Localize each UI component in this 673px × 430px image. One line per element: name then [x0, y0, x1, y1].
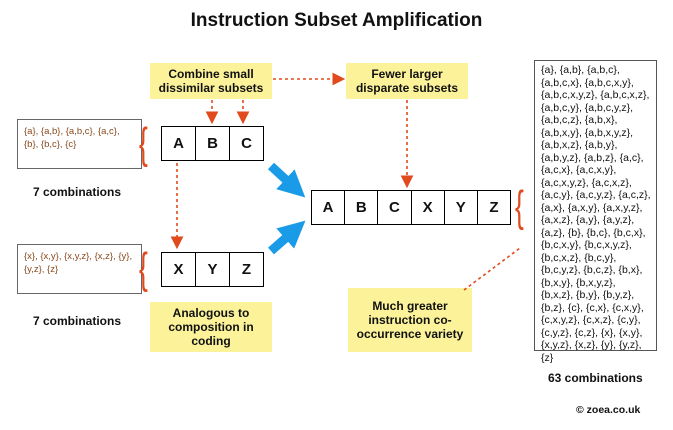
note-combine: Combine small dissimilar subsets — [150, 63, 272, 99]
cell-combined-y: Y — [445, 191, 478, 224]
subset-line: {b,c,x,z}, {b,c,y}, — [541, 251, 617, 264]
big-arrow-bottom — [268, 220, 306, 255]
cells-abc: A B C — [161, 126, 264, 161]
cell-combined-b: B — [345, 191, 379, 224]
subset-line: {z} — [541, 351, 554, 364]
subset-list-xyz: {x}, {x,y}, {x,y,z}, {x,z}, {y}, {y,z}, … — [17, 244, 142, 294]
brace-combined: { — [514, 182, 524, 231]
subset-list-combined: {a}, {a,b}, {a,b,c},{a,b,c,x}, {a,b,c,x,… — [534, 60, 657, 364]
subset-line: {a,x}, {a,x,y}, {a,x,y,z}, — [541, 201, 643, 214]
subset-line: {a,b,x,y}, {a,b,x,y,z}, — [541, 126, 634, 139]
brace-xyz: { — [138, 244, 148, 293]
subset-line: {c,y,z}, {c,z}, {x}, {x,y}, — [541, 326, 643, 339]
note-analogous-text: Analogous to composition in coding — [168, 306, 254, 348]
note-greater-text: Much greater instruction co-occurrence v… — [356, 299, 464, 341]
note-analogous: Analogous to composition in coding — [150, 302, 272, 352]
subset-line: {b,z}, {c}, {c,x}, {c,x,y}, — [541, 301, 644, 314]
cell-combined-z: Z — [489, 199, 499, 216]
count-combined: 63 combinations — [548, 371, 643, 385]
credit-text: © zoea.co.uk — [576, 404, 641, 416]
count-abc: 7 combinations — [33, 185, 122, 199]
note-greater: Much greater instruction co-occurrence v… — [348, 288, 472, 352]
subset-line: {a,x,z}, {a,y}, {a,y,z}, — [541, 214, 635, 226]
subset-list-xyz-text: {x}, {x,y}, {x,y,z}, {x,z}, {y}, {y,z}, … — [24, 251, 133, 275]
subset-line: {b,c,x,y}, {b,c,x,y,z}, — [541, 239, 632, 251]
subset-line: {b,x,z}, {b,y}, {b,y,z}, — [541, 289, 635, 301]
cells-xyz: X Y Z — [161, 252, 264, 287]
cell-combined-x: X — [412, 191, 445, 224]
note-fewer-text: Fewer larger disparate subsets — [355, 67, 459, 95]
subset-line: {b,c,y,z}, {b,c,z}, {b,x}, — [541, 264, 643, 276]
note-fewer: Fewer larger disparate subsets — [346, 63, 468, 99]
cell-c: C — [241, 135, 252, 152]
subset-line: {a,c,x,y,z}, {a,c,x,z}, — [541, 176, 632, 189]
subset-line: {a,b,c,x}, {a,b,c,x,y}, — [541, 76, 634, 89]
subset-line: {a,c,x}, {a,c,x,y}, — [541, 164, 617, 176]
cell-b: B — [196, 127, 230, 160]
cell-x: X — [162, 253, 196, 286]
subset-line: {a,z}, {b}, {b,c}, {b,c,x}, — [541, 226, 646, 239]
diagram-title: Instruction Subset Amplification — [190, 10, 483, 31]
subset-line: {a,b,c,x,y,z}, {a,b,c,x,z}, — [541, 89, 650, 101]
cell-z: Z — [241, 261, 252, 278]
subset-line: {a,b,x,z}, {a,b,y}, — [541, 139, 618, 151]
subset-line: {a,b,c,z}, {a,b,x}, — [541, 114, 618, 126]
cell-y: Y — [196, 253, 230, 286]
big-arrow-top — [267, 162, 306, 198]
dashed-link-greater — [463, 247, 521, 291]
subset-list-abc-text: {a}, {a,b}, {a,b,c}, {a,c}, {b}, {b,c}, … — [24, 126, 120, 150]
subset-line: {a,c,y}, {a,c,y,z}, {a,c,z}, — [541, 189, 651, 201]
subset-list-abc: {a}, {a,b}, {a,b,c}, {a,c}, {b}, {b,c}, … — [17, 119, 142, 169]
cell-combined-c: C — [378, 191, 412, 224]
subset-line: {a,b,y,z}, {a,b,z}, {a,c}, — [541, 151, 644, 164]
brace-abc: { — [138, 119, 148, 168]
subset-line: {c,x,y,z}, {c,x,z}, {c,y}, — [541, 314, 641, 326]
subset-line: {a,b,c,y}, {a,b,c,y,z}, — [541, 101, 634, 114]
note-combine-text: Combine small dissimilar subsets — [158, 67, 264, 95]
count-xyz: 7 combinations — [33, 314, 122, 328]
subset-line: {x,y,z}, {x,z}, {y}, {y,z}, — [541, 339, 642, 351]
cell-a: A — [162, 127, 196, 160]
subset-line: {a}, {a,b}, {a,b,c}, — [541, 64, 620, 76]
subset-line: {b,x,y}, {b,x,y,z}, — [541, 276, 616, 289]
subset-list-combined-lines: {a}, {a,b}, {a,b,c},{a,b,c,x}, {a,b,c,x,… — [541, 64, 651, 364]
cells-combined: A B C X Y Z — [311, 190, 511, 225]
cell-combined-a: A — [312, 191, 346, 224]
